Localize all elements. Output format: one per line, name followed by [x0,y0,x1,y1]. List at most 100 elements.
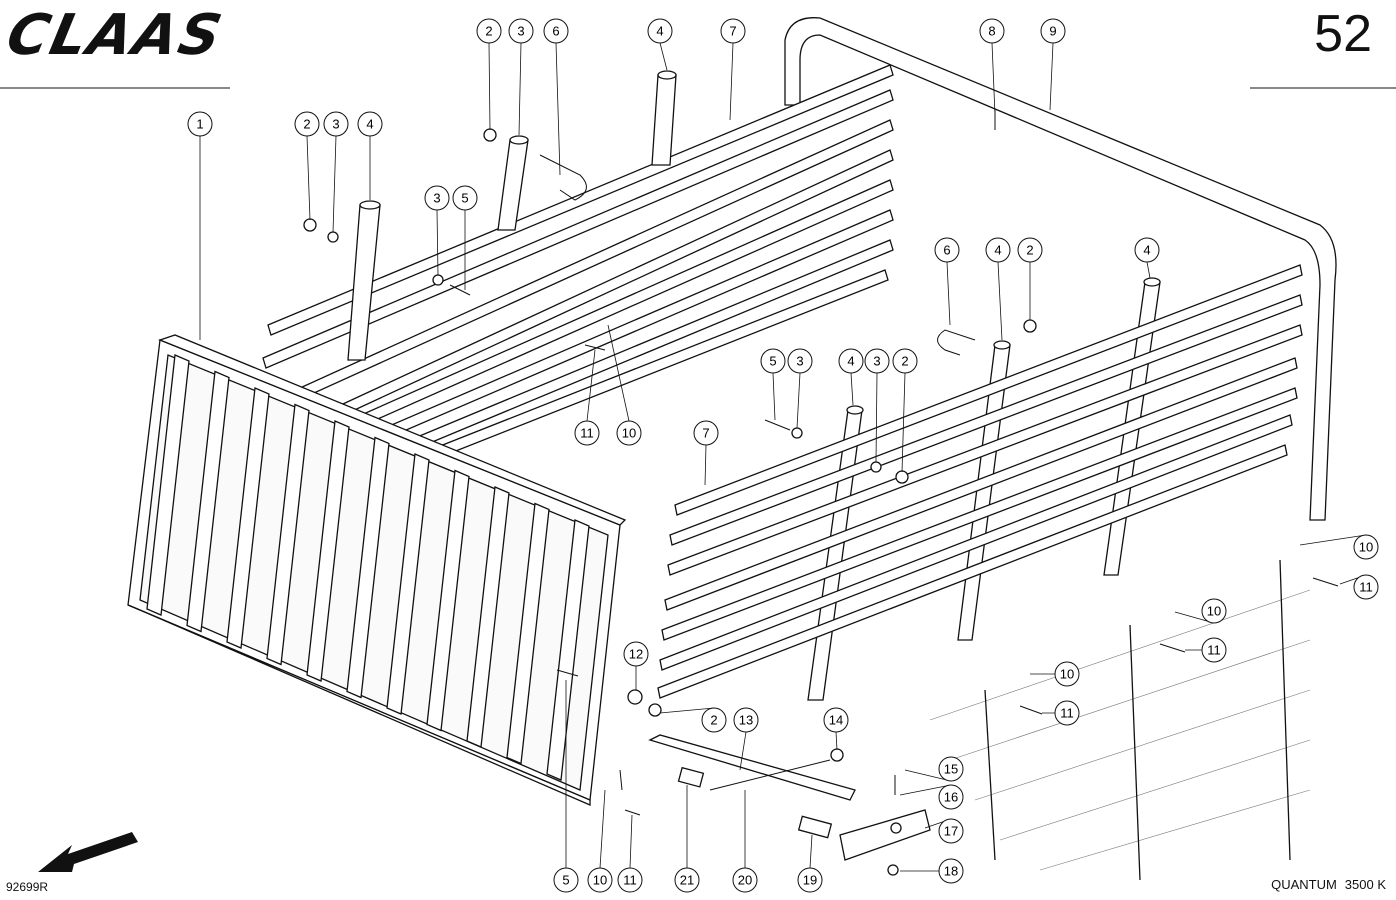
callout-4: 4 [1134,237,1160,263]
callout-label: 4 [656,24,663,39]
callout-label: 3 [517,24,524,39]
leader-line [991,42,996,116]
bottom-mesh [929,559,1311,881]
gate-slat [146,354,190,616]
callout-10: 10 [1353,534,1379,560]
callout-label: 13 [739,713,753,728]
callout-10: 10 [587,867,613,893]
direction-arrow-icon [38,832,138,872]
right-side-rails [657,264,1303,699]
gate-slat [226,387,270,649]
callout-label: 11 [1359,580,1373,595]
callout-label: 6 [552,24,559,39]
callout-label: 5 [461,191,468,206]
leader-line [997,261,1003,341]
leader-line [739,731,747,771]
callout-label: 15 [944,762,958,777]
leader-line [899,784,952,796]
callout-label: 19 [803,873,817,888]
callout-label: 1 [196,117,203,132]
leader-line [659,707,715,714]
callout-3: 3 [864,348,890,374]
leader-line [729,42,734,121]
leader-line [904,769,952,782]
callout-4: 4 [838,348,864,374]
callout-13: 13 [733,707,759,733]
callout-label: 4 [1143,243,1150,258]
model-name: QUANTUM [1271,877,1337,892]
callout-12: 12 [623,641,649,667]
callout-label: 11 [623,873,637,888]
leader-line [518,42,522,136]
callout-14: 14 [823,707,849,733]
model-code: 3500 K [1344,877,1386,892]
leader-line [704,444,707,486]
callout-label: 2 [710,713,717,728]
callout-10: 10 [1201,598,1227,624]
model-label: QUANTUM 3500 K [1271,877,1386,892]
callout-label: 7 [702,426,709,441]
callout-label: 17 [944,824,958,839]
callout-9: 9 [1040,18,1066,44]
rear-top-frame [784,17,1337,521]
leader-line [835,731,838,751]
callout-5: 5 [760,348,786,374]
callout-4: 4 [985,237,1011,263]
leader-line [436,209,439,276]
callout-2: 2 [476,18,502,44]
gate-slat [426,469,470,732]
callout-2: 2 [294,111,320,137]
callout-label: 4 [994,243,1001,258]
callout-16: 16 [938,784,964,810]
callout-label: 11 [1207,643,1221,658]
leader-line [875,372,878,463]
leader-line [850,372,854,406]
callout-label: 11 [580,426,594,441]
callout-label: 10 [1359,540,1373,555]
callout-3: 3 [323,111,349,137]
leader-line [306,135,311,221]
callout-label: 2 [901,354,908,369]
callout-label: 14 [829,713,843,728]
leader-line [901,372,906,473]
callout-label: 16 [944,790,958,805]
callout-label: 5 [562,873,569,888]
callout-2: 2 [892,348,918,374]
callout-11: 11 [1353,574,1379,600]
callout-label: 6 [943,243,950,258]
gate-slat [266,403,310,666]
callout-label: 10 [1060,667,1074,682]
callout-4: 4 [647,18,673,44]
callout-10: 10 [1054,661,1080,687]
callout-2: 2 [1017,237,1043,263]
callout-11: 11 [1054,700,1080,726]
gate-slat [466,486,510,748]
callout-11: 11 [574,420,600,446]
callout-label: 10 [593,873,607,888]
gate-slat [346,436,390,699]
callout-17: 17 [938,818,964,844]
callout-7: 7 [693,420,719,446]
callout-label: 20 [738,873,752,888]
callout-3: 3 [424,185,450,211]
callout-label: 9 [1049,24,1056,39]
callout-3: 3 [787,348,813,374]
document-number: 92699R [6,880,49,894]
callout-label: 4 [366,117,373,132]
callout-6: 6 [934,237,960,263]
callout-label: 3 [332,117,339,132]
callout-11: 11 [1201,637,1227,663]
left-side-rails [262,64,894,461]
callout-label: 10 [1207,604,1221,619]
leader-line [629,814,633,869]
callout-1: 1 [187,111,213,137]
leader-line [796,372,801,429]
leader-lines [199,42,1367,872]
callout-2: 2 [701,707,727,733]
gate-slat [186,370,230,633]
callout-5: 5 [553,867,579,893]
callout-label: 21 [680,873,694,888]
leader-line [1299,534,1367,546]
